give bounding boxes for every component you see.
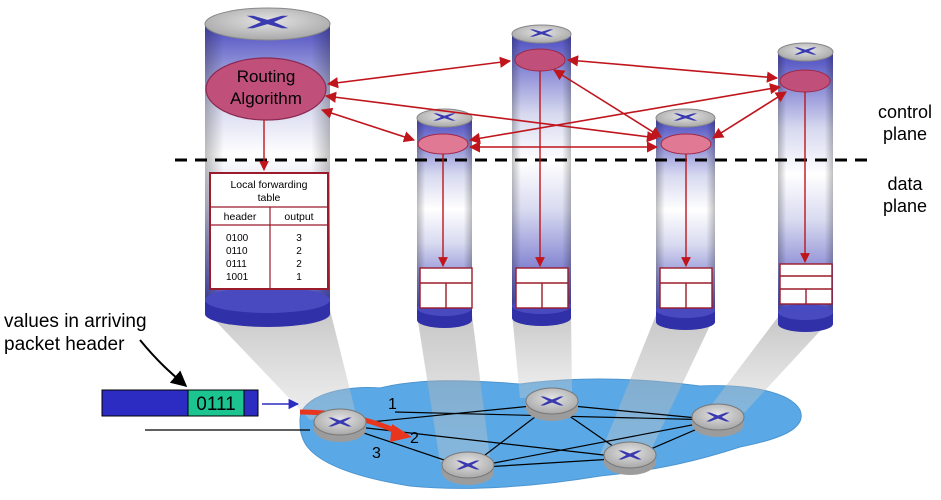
- table-title-line2: table: [258, 192, 281, 204]
- header-callout-arrow: [139, 339, 188, 388]
- arriving-packet: 0111: [101, 389, 300, 417]
- projection-beams: [205, 310, 833, 462]
- data-plane-label-line1: data: [887, 174, 923, 194]
- network-router-ingress: [313, 408, 367, 442]
- mini-table-5: [779, 263, 833, 305]
- local-forwarding-table: Local forwarding table header output 010…: [209, 172, 329, 290]
- port-label-1: 1: [388, 396, 397, 413]
- mini-table-4: [659, 267, 713, 309]
- packet-header-value: 0111: [196, 394, 235, 415]
- mini-table-2: [419, 267, 473, 309]
- forwarding-arrowhead: [390, 424, 412, 442]
- data-plane-label-line2: plane: [883, 196, 927, 216]
- routing-algorithm-line2: Algorithm: [230, 89, 302, 108]
- port-label-3: 3: [372, 445, 381, 462]
- table-col-output: output: [284, 211, 313, 223]
- table-row-1-header: 0110: [226, 246, 248, 257]
- network-router-top: [525, 387, 579, 421]
- control-ellipse-5: [779, 69, 831, 93]
- control-plane-label-line1: control: [878, 102, 932, 122]
- control-ellipse-4: [660, 133, 712, 155]
- table-install-arrows: [259, 71, 810, 267]
- table-title-line1: Local forwarding: [230, 179, 307, 191]
- packet-caption-line2: packet header: [4, 334, 125, 355]
- table-row-0-output: 3: [296, 233, 302, 244]
- table-row-0-header: 0100: [226, 233, 249, 244]
- control-plane-label-line2: plane: [883, 124, 927, 144]
- network-router-right: [691, 403, 745, 437]
- control-ellipse-2: [417, 133, 469, 155]
- network-router-bottom-left: [441, 451, 495, 485]
- routing-algorithm-ellipse: [205, 57, 327, 121]
- table-row-2-header: 0111: [226, 259, 247, 270]
- control-ellipse-3: [514, 48, 566, 72]
- port-label-2: 2: [410, 430, 419, 447]
- table-col-header: header: [224, 211, 257, 223]
- mini-table-3: [515, 267, 569, 309]
- table-row-3-output: 1: [296, 272, 302, 283]
- packet-caption-line1: values in arriving: [4, 311, 147, 332]
- table-row-2-output: 2: [296, 259, 302, 270]
- network-router-bottom-right: [603, 441, 657, 475]
- table-row-3-header: 1001: [226, 272, 249, 283]
- table-row-1-output: 2: [296, 246, 302, 257]
- routing-algorithm-line1: Routing: [237, 67, 296, 86]
- control-plane-arrows: [320, 55, 787, 153]
